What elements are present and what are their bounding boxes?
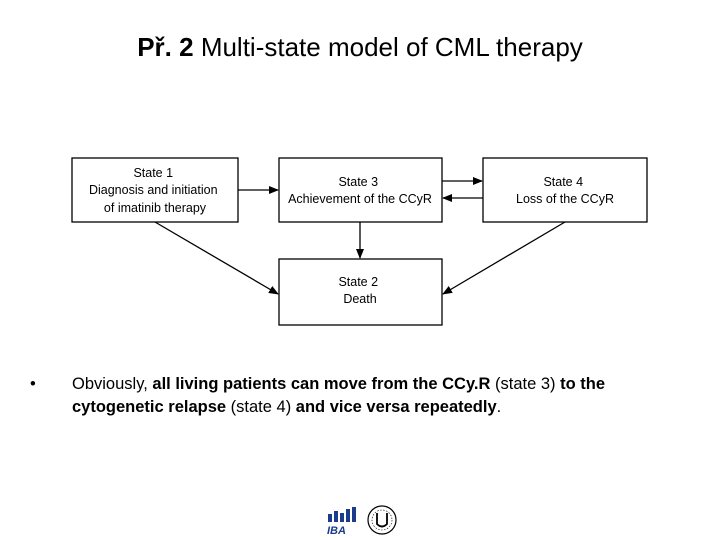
- state-3-line-1: State 3: [338, 175, 378, 189]
- bullet-segment-bold: to the cytogenetic relapse: [72, 375, 606, 416]
- bullet-segment: .: [496, 398, 502, 416]
- state-1-line-2: Diagnosis and initiation: [89, 183, 218, 197]
- bullet-point: • Obviously, all living patients can mov…: [30, 373, 670, 419]
- state-1-line-3: of imatinib therapy: [104, 201, 207, 215]
- state-1-label: State 1 Diagnosis and initiation of imat…: [89, 166, 221, 215]
- slide-title: Př. 2 Multi-state model of CML therapy: [0, 32, 720, 63]
- iba-logo-icon: IBA: [327, 507, 356, 537]
- bullet-segment-bold: all living patients can move from the CC…: [152, 375, 491, 393]
- state-2-line-2: Death: [343, 292, 376, 306]
- state-4-label: State 4 Loss of the CCyR: [516, 175, 614, 206]
- title-prefix: Př. 2: [137, 32, 194, 62]
- state-3-box: [278, 157, 443, 223]
- arrow-state1-to-state2: [154, 221, 279, 295]
- bullet-symbol: •: [30, 375, 36, 393]
- state-3-label: State 3 Achievement of the CCyR: [288, 175, 432, 206]
- state-1-line-1: State 1: [133, 166, 173, 180]
- iba-logo-text: IBA: [327, 525, 346, 537]
- bullet-segment: (state 4): [226, 398, 296, 416]
- state-3-line-2: Achievement of the CCyR: [288, 192, 432, 206]
- title-text: Multi-state model of CML therapy: [200, 32, 583, 62]
- bullet-segment: (state 3): [490, 375, 561, 393]
- state-4-line-1: State 4: [543, 175, 583, 189]
- state-4-box: [482, 157, 648, 223]
- state-2-label: State 2 Death: [338, 275, 381, 306]
- footer-logos: IBA: [327, 505, 397, 537]
- state-2-box: [278, 258, 443, 326]
- bullet-segment-bold: and vice versa repeatedly: [295, 398, 497, 416]
- arrow-state4-to-state2: [442, 221, 566, 295]
- bullet-segment: Obviously,: [72, 375, 153, 393]
- bullet-text: Obviously, all living patients can move …: [72, 373, 670, 419]
- state-4-line-2: Loss of the CCyR: [516, 192, 614, 206]
- university-seal-icon: [367, 505, 397, 535]
- state-2-line-1: State 2: [338, 275, 378, 289]
